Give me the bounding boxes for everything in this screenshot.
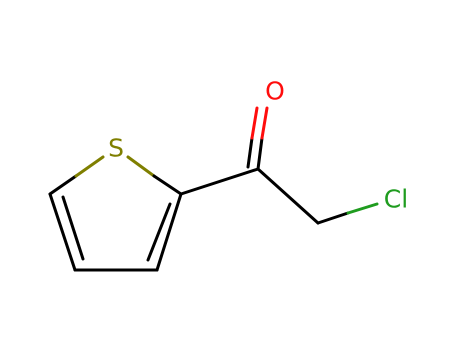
bond-co-a-c-half xyxy=(256,136,264,171)
chlorine-atom-label: Cl xyxy=(384,185,408,214)
bond-c5-s-c-half xyxy=(48,174,78,196)
bond-carbonyl-ch2 xyxy=(256,167,320,225)
bond-lines xyxy=(48,106,379,272)
bond-s-c2-s-half xyxy=(126,155,156,178)
bond-c5-s-s-half xyxy=(74,155,105,178)
bond-co-b-o-half xyxy=(250,106,259,140)
bond-co-a-o-half xyxy=(260,106,269,140)
bond-c2-c3 xyxy=(155,192,183,272)
oxygen-atom-label: O xyxy=(265,77,285,106)
bond-c2-c3-inner xyxy=(146,202,172,262)
sulfur-atom-label: S xyxy=(108,134,124,163)
bond-s-c2-c-half xyxy=(152,174,183,196)
bond-c4-c5-inner xyxy=(61,195,85,261)
bond-co-b-c-half xyxy=(246,136,254,169)
bond-c4-c5 xyxy=(48,192,77,272)
atom-labels: S O Cl xyxy=(108,77,408,214)
bond-ch2-cl-c-half xyxy=(316,211,350,225)
bond-ch2-cl-cl-half xyxy=(346,202,379,215)
bond-c2-carbonyl xyxy=(179,167,260,196)
